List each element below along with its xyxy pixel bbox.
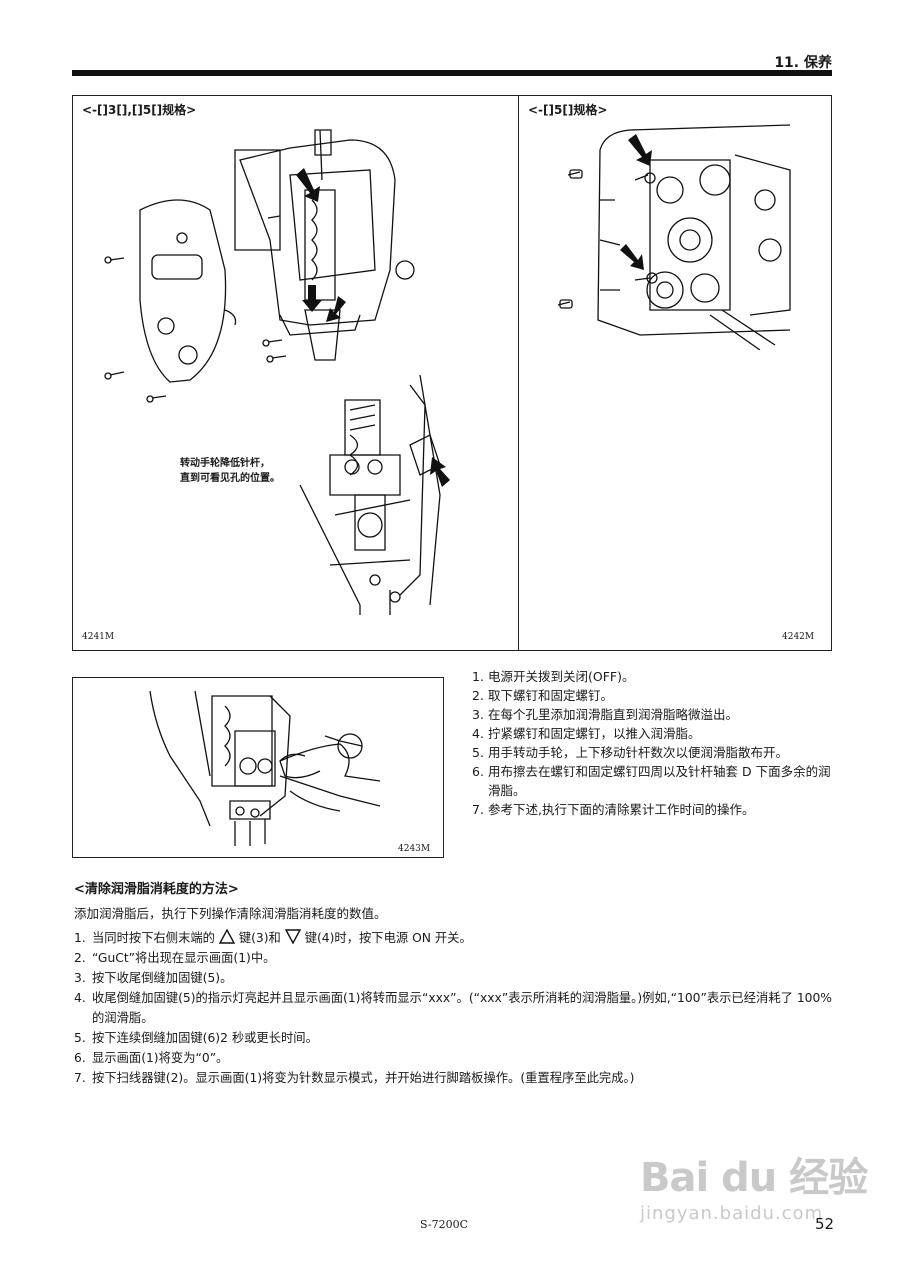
page-number: 52: [815, 1215, 835, 1233]
list-item: 7.参考下述,执行下面的清除累计工作时间的操作。: [472, 802, 755, 817]
list-item: 3.在每个孔里添加润滑脂直到润滑脂略微溢出。: [472, 707, 739, 722]
figure-label-left: <-[]3[],[]5[]规格>: [82, 103, 197, 117]
callout-line-2: 直到可看见孔的位置。: [180, 473, 280, 484]
down-triangle-icon: [285, 929, 301, 944]
list-item: 6.显示画面(1)将变为“0”。: [74, 1051, 229, 1065]
section-intro: 添加润滑脂后，执行下列操作清除润滑脂消耗度的数值。: [74, 906, 387, 921]
footer-model: S-7200C: [420, 1218, 469, 1231]
figure-code-right: 4242M: [782, 632, 815, 642]
figure-code-left: 4241M: [82, 632, 115, 642]
up-triangle-icon: [219, 929, 235, 944]
header-rule: [72, 70, 832, 76]
list-item: 7.按下扫线器键(2)。显示画面(1)将变为针数显示模式，并开始进行脚踏板操作。…: [74, 1071, 635, 1085]
figure-frame-bottom: [72, 677, 444, 858]
list-item: 6.用布擦去在螺钉和固定螺钉四周以及针杆轴套 D 下面多余的润滑脂。: [472, 764, 831, 798]
baidu-watermark: Bai du 经验 jingyan.baidu.com: [640, 1145, 868, 1224]
greasing-hand-illustration: [140, 686, 380, 851]
watermark-url: jingyan.baidu.com: [640, 1203, 824, 1224]
section-title: 11. 保养: [774, 55, 832, 71]
figure-frame-top: [72, 95, 832, 651]
face-cover: [140, 200, 226, 382]
watermark-brand: Bai du 经验: [640, 1155, 868, 1201]
list-item: 1.电源开关拨到关闭(OFF)。: [472, 669, 635, 684]
list-item: 4.拧紧螺钉和固定螺钉，以推入润滑脂。: [472, 726, 701, 741]
list-item: 5.按下连续倒缝加固键(6)2 秒或更长时间。: [74, 1031, 318, 1045]
list-item: 5.用手转动手轮，上下移动针杆数次以便润滑脂散布开。: [472, 745, 789, 760]
list-item: 4.收尾倒缝加固键(5)的指示灯亮起并且显示画面(1)将转而显示“xxx”。(“…: [74, 991, 832, 1025]
figure-divider: [518, 95, 519, 651]
figure-callout: 转动手轮降低针杆， 直到可看见孔的位置。: [180, 456, 280, 486]
list-item: 1. 当同时按下右侧末端的 键(3)和 键(4)时，按下电源 ON 开关。: [74, 929, 472, 945]
list-item: 2.取下螺钉和固定螺钉。: [472, 688, 614, 703]
figure-code-bottom: 4243M: [398, 844, 431, 854]
mechanism-illustration: [540, 120, 800, 350]
section-heading: <清除润滑脂消耗度的方法>: [74, 882, 239, 897]
needle-bar-closeup: [290, 375, 450, 615]
callout-line-1: 转动手轮降低针杆，: [180, 458, 270, 469]
reset-procedure: 1. 当同时按下右侧末端的 键(3)和 键(4)时，按下电源 ON 开关。 2.…: [74, 928, 834, 1088]
list-item: 2.“GuCt”将出现在显示画面(1)中。: [74, 951, 276, 965]
figure-label-right: <-[]5[]规格>: [528, 103, 608, 117]
list-item: 3.按下收尾倒缝加固键(5)。: [74, 971, 233, 985]
sewing-machine-illustration: [90, 120, 420, 420]
maintenance-steps: 1.电源开关拨到关闭(OFF)。 2.取下螺钉和固定螺钉。 3.在每个孔里添加润…: [472, 667, 834, 819]
